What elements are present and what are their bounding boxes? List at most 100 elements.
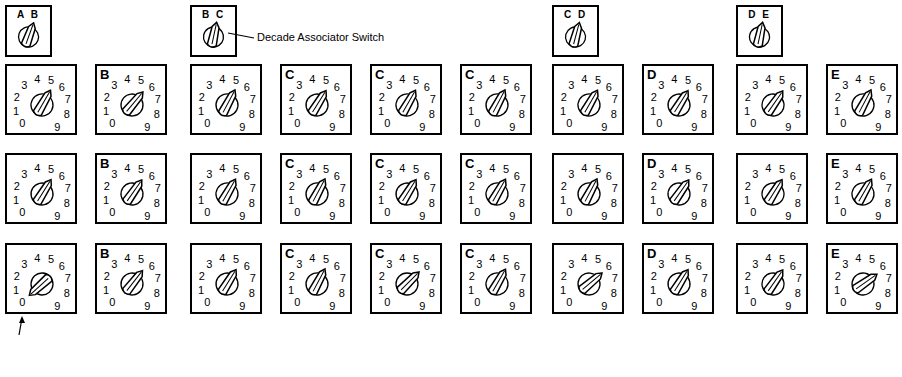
switch-label: C D [564,10,587,20]
dial-digit: 3 [386,259,392,270]
dial-digit: 9 [144,121,150,132]
dial-digit: 4 [581,252,587,263]
dial-digit: 5 [233,254,239,265]
dial-digit: 5 [323,164,329,175]
dial-digit: 4 [765,252,771,263]
dial-digit: 0 [474,296,480,307]
dial-digit: 1 [13,105,19,116]
dial-digit: 8 [795,288,801,299]
dial-digit: 8 [429,198,435,209]
dial-digit: 3 [476,80,482,91]
dial-digit: 3 [658,80,664,91]
dial-digit: 6 [880,171,886,182]
dial-digit: 3 [752,259,758,270]
decade-letter: E [831,68,840,81]
dial-switch-box: 0123456789 [5,243,77,314]
dial-digit: 8 [339,109,345,120]
dial-digit: 1 [378,194,384,205]
dial-digit: 0 [384,296,390,307]
dial-digit: 6 [880,82,886,93]
dial-digit: 0 [294,296,300,307]
dial-digit: 2 [14,91,20,102]
dial-digit: 6 [606,261,612,272]
dial-switch-box: E0123456789 [826,243,898,314]
dial-digit: 5 [138,164,144,175]
dial-digit: 5 [779,254,785,265]
dial-digit: 7 [886,273,892,284]
decade-letter: C [375,157,384,170]
dial-digit: 8 [885,109,891,120]
dial-digit: 2 [14,270,20,281]
dial-digit: 6 [880,261,886,272]
dial-digit: 6 [59,171,65,182]
decade-letter: C [465,68,474,81]
dial-digit: 0 [109,206,115,217]
dial-digit: 4 [219,252,225,263]
dial-switch-box: 0123456789 [190,64,262,135]
dial-digit: 7 [340,183,346,194]
dial-digit: 8 [519,109,525,120]
dial-digit: 6 [244,261,250,272]
dial-digit: 9 [419,210,425,221]
dial-digit: 2 [469,180,475,191]
dial-digit: 5 [503,164,509,175]
dial-digit: 1 [378,105,384,116]
dial-digit: 7 [612,273,618,284]
dial-digit: 4 [765,73,771,84]
dial-digit: 9 [601,121,607,132]
dial-digit: 9 [54,300,60,311]
dial-digit: 0 [474,206,480,217]
dial-digit: 4 [765,162,771,173]
dial-digit: 9 [509,121,515,132]
dial-digit: 5 [323,254,329,265]
dial-switch-box: C0123456789 [460,153,532,224]
dial-digit: 1 [103,105,109,116]
dial-switch-box: 0123456789 [190,243,262,314]
dial-digit: 5 [138,75,144,86]
dial-digit: 3 [21,259,27,270]
dial-digit: 2 [199,91,205,102]
dial-digit: 4 [399,73,405,84]
dial-digit: 5 [685,164,691,175]
dial-digit: 6 [424,171,430,182]
dial-digit: 4 [219,162,225,173]
dial-digit: 8 [885,288,891,299]
dial-digit: 4 [399,252,405,263]
dial-switch-box: B0123456789 [95,153,167,224]
dial-digit: 5 [413,164,419,175]
dial-digit: 3 [206,259,212,270]
dial-digit: 2 [104,270,110,281]
dial-digit: 8 [154,198,160,209]
dial-digit: 5 [685,75,691,86]
dial-switch-box: E0123456789 [826,64,898,135]
dial-digit: 8 [795,198,801,209]
dial-digit: 1 [198,284,204,295]
dial-digit: 3 [111,259,117,270]
dial-digit: 1 [650,194,656,205]
dial-digit: 0 [109,296,115,307]
dial-digit: 4 [855,162,861,173]
dial-digit: 1 [744,194,750,205]
dial-digit: 2 [651,91,657,102]
dial-digit: 6 [149,82,155,93]
dial-switch-box: D0123456789 [642,243,714,314]
dial-digit: 0 [294,206,300,217]
dial-digit: 5 [48,164,54,175]
dial-digit: 7 [702,183,708,194]
dial-digit: 4 [124,252,130,263]
dial-digit: 3 [386,80,392,91]
switch-label: A B [17,10,40,20]
dial-digit: 8 [339,198,345,209]
dial-digit: 4 [309,252,315,263]
dial-digit: 9 [144,210,150,221]
dial-digit: 7 [65,183,71,194]
dial-digit: 7 [430,183,436,194]
dial-digit: 1 [650,284,656,295]
dial-digit: 5 [685,254,691,265]
dial-digit: 7 [520,94,526,105]
dial-digit: 6 [514,261,520,272]
dial-switch-box: C0123456789 [280,153,352,224]
dial-digit: 8 [64,109,70,120]
decade-letter: B [100,247,109,260]
dial-switch-box: B0123456789 [95,243,167,314]
